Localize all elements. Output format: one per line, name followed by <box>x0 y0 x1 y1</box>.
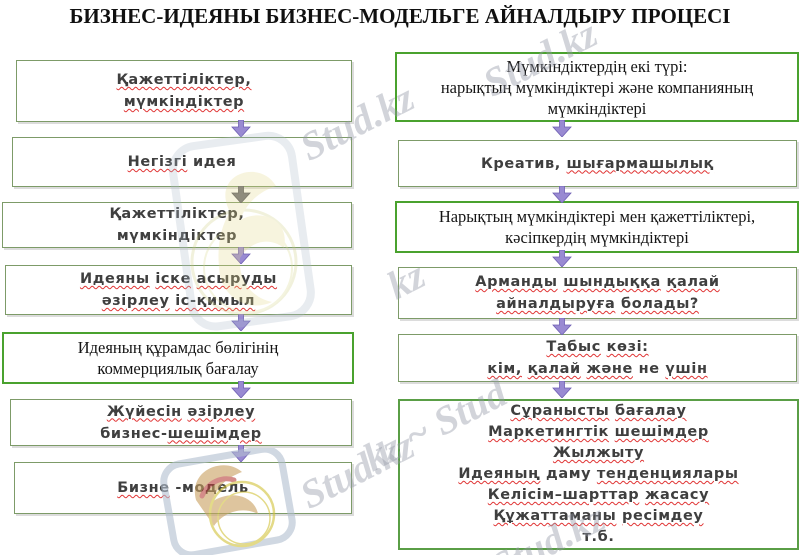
flow-box-text-line: Идеяны іске асыруды <box>79 271 278 287</box>
flow-box-text-line: коммерциялық бағалау <box>97 359 259 378</box>
flow-box-text-line: мүмкіндіктер <box>123 94 245 110</box>
flow-box-idea-implementation-actions: Идеяны іске асыруды әзірлеу іс-қимыл <box>5 265 352 315</box>
down-arrow-icon <box>231 445 251 462</box>
flow-box-text-line: бизнес-шешімдер <box>100 425 262 442</box>
flow-box-text-line: нарықтың мүмкіндіктері және компанияның <box>440 77 754 97</box>
down-arrow-icon <box>231 247 251 264</box>
flow-box-text-line: Табыс көзі: <box>546 339 649 355</box>
down-arrow-icon <box>552 250 572 267</box>
flow-box-text-line: Сұранысты бағалау <box>510 403 687 419</box>
flow-box-text-line: Арманды шындыққа қалай <box>475 274 720 290</box>
flow-box-text-line: Идеяның құрамдас бөлігінің <box>77 338 279 357</box>
flow-box-text-line: мүмкіндіктер <box>116 228 238 244</box>
flow-box-system-business-decisions: Жүйесін әзірлеу бизнес-шешімдер <box>10 399 352 446</box>
flow-box-text-line: айналдыруға болады? <box>496 296 699 312</box>
flow-box-needs-opportunities-2: Қажеттіліктер, мүмкіндіктер <box>2 202 352 248</box>
flow-box-text-line: мүмкіндіктері <box>547 98 647 118</box>
flow-box-text-line: кәсіпкердің мүмкіндіктері <box>505 228 689 247</box>
flow-box-text-line: Қажеттіліктер, <box>116 72 252 88</box>
flow-box-text-line: Жүйесін әзірлеу <box>106 403 256 420</box>
flow-box-text-line: әзірлеу іс-қимыл <box>101 293 256 309</box>
flow-box-text-line: Қажеттіліктер, <box>109 206 245 222</box>
flow-box-text-line: Негізгі идея <box>127 154 237 170</box>
flow-box-main-idea: Негізгі идея <box>12 137 352 187</box>
flow-box-business-model: Бизне -модель <box>14 462 352 514</box>
down-arrow-icon <box>552 120 572 137</box>
flow-box-dream-to-reality: Арманды шындыққа қалай айналдыруға болады… <box>398 267 797 319</box>
down-arrow-icon <box>231 314 251 331</box>
down-arrow-icon <box>552 186 572 203</box>
flow-box-needs-opportunities-1: Қажеттіліктер, мүмкіндіктер <box>16 60 352 122</box>
flow-box-text-line: кім, қалай және не үшін <box>487 361 708 377</box>
flow-box-text-line: Мүмкіндіктердің екі түрі: <box>506 56 688 76</box>
flow-box-text-line: Келісім–шарттар жасасу <box>487 487 710 503</box>
flow-box-text-line: Креатив, шығармашылық <box>480 155 715 172</box>
down-arrow-icon <box>231 186 251 203</box>
flow-box-text-line: Құжаттаманы ресімдеу <box>493 508 704 524</box>
flow-box-text-line: Идеяның даму тенденциялары <box>458 466 739 482</box>
page-title: БИЗНЕС-ИДЕЯНЫ БИЗНЕС-МОДЕЛЬГЕ АЙНАЛДЫРУ … <box>69 4 731 28</box>
down-arrow-icon <box>231 120 251 137</box>
flow-box-creative: Креатив, шығармашылық <box>398 140 797 187</box>
flow-box-text-line: Бизне -модель <box>117 480 249 496</box>
down-arrow-icon <box>552 381 572 398</box>
flow-box-income-source: Табыс көзі: кім, қалай және не үшін <box>398 334 797 382</box>
flow-box-text-line: Жылжыту <box>552 445 645 461</box>
down-arrow-icon <box>552 318 572 335</box>
flow-box-text-line: Нарықтың мүмкіндіктері мен қажеттіліктер… <box>438 207 756 226</box>
flow-box-two-types-of-opportunities: Мүмкіндіктердің екі түрі:нарықтың мүмкін… <box>395 52 799 122</box>
flow-box-commercial-evaluation: Идеяның құрамдас бөлігінің коммерциялық б… <box>2 332 354 384</box>
flow-box-market-opportunities-needs: Нарықтың мүмкіндіктері мен қажеттіліктер… <box>395 201 799 253</box>
flow-box-text-line: Маркетингтік шешімдер <box>488 424 709 440</box>
down-arrow-icon <box>231 381 251 398</box>
flow-box-text-line: т.б. <box>582 529 615 545</box>
